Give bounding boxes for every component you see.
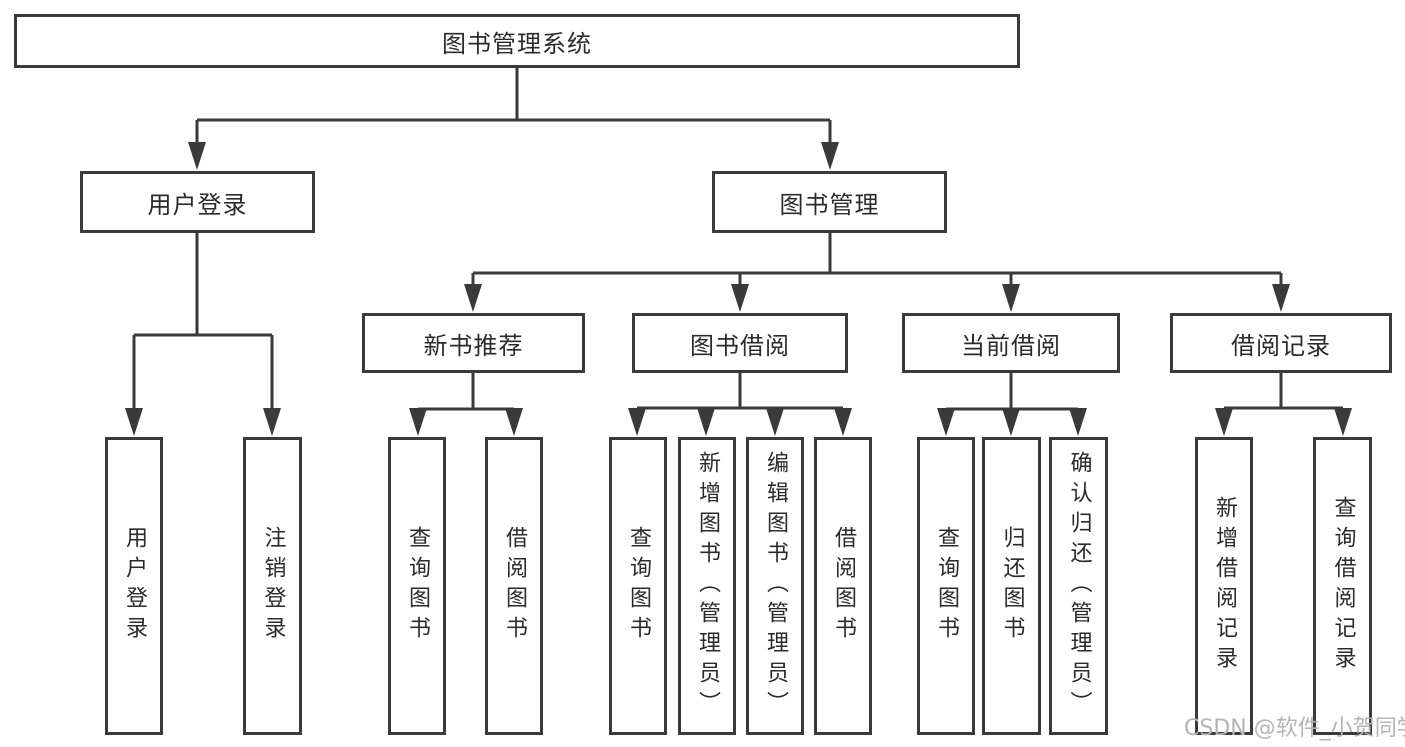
leaf-label: 查询图书 xyxy=(405,526,430,646)
leaf-label: 确认归还（管理员） xyxy=(1066,451,1092,721)
leaf-label: 注销登录 xyxy=(260,526,286,646)
node-borrow-records: 借阅记录 xyxy=(1170,313,1392,373)
leaf-label: 归还图书 xyxy=(999,526,1025,646)
leaf-query-books: 查询图书 xyxy=(609,437,667,735)
leaf-logout: 注销登录 xyxy=(243,437,302,735)
leaf-label: 借阅图书 xyxy=(502,526,527,646)
leaf-label: 查询图书 xyxy=(934,526,959,646)
node-root-label: 图书管理系统 xyxy=(442,29,592,58)
leaf-label: 新增借阅记录 xyxy=(1212,496,1237,676)
node-label: 用户登录 xyxy=(147,190,248,219)
node-book-management: 图书管理 xyxy=(712,171,947,233)
leaf-label: 查询图书 xyxy=(626,526,651,646)
node-label: 图书管理 xyxy=(779,190,880,219)
leaf-return-books: 归还图书 xyxy=(982,437,1041,735)
leaf-confirm-return-admin: 确认归还（管理员） xyxy=(1049,437,1108,735)
leaf-label: 新增图书（管理员） xyxy=(695,451,720,721)
node-label: 新书推荐 xyxy=(423,331,524,360)
node-user-login: 用户登录 xyxy=(80,171,315,233)
node-label: 当前借阅 xyxy=(961,331,1061,360)
node-book-borrow: 图书借阅 xyxy=(632,313,848,373)
leaf-label: 编辑图书（管理员） xyxy=(763,451,788,721)
arrowhead-icons xyxy=(125,142,1352,436)
csdn-watermark: CSDN @软件_小贺同学 xyxy=(1184,716,1405,741)
leaf-add-borrow-record: 新增借阅记录 xyxy=(1195,437,1253,735)
node-new-book-recommend: 新书推荐 xyxy=(362,313,585,373)
leaf-user-login: 用户登录 xyxy=(105,437,163,735)
leaf-edit-books-admin: 编辑图书（管理员） xyxy=(746,437,804,735)
node-root-system: 图书管理系统 xyxy=(14,14,1020,68)
node-current-borrow: 当前借阅 xyxy=(902,313,1120,373)
leaf-borrow-books: 借阅图书 xyxy=(814,437,872,735)
leaf-label: 查询借阅记录 xyxy=(1330,496,1356,676)
node-label: 借阅记录 xyxy=(1231,331,1331,360)
node-label: 图书借阅 xyxy=(690,331,790,360)
leaf-label: 用户登录 xyxy=(122,526,147,646)
leaf-label: 借阅图书 xyxy=(831,526,856,646)
leaf-query-borrow-record: 查询借阅记录 xyxy=(1313,437,1372,735)
leaf-add-books-admin: 新增图书（管理员） xyxy=(678,437,736,735)
leaf-query-books: 查询图书 xyxy=(917,437,975,735)
leaf-query-books: 查询图书 xyxy=(388,437,446,735)
leaf-borrow-books: 借阅图书 xyxy=(485,437,543,735)
